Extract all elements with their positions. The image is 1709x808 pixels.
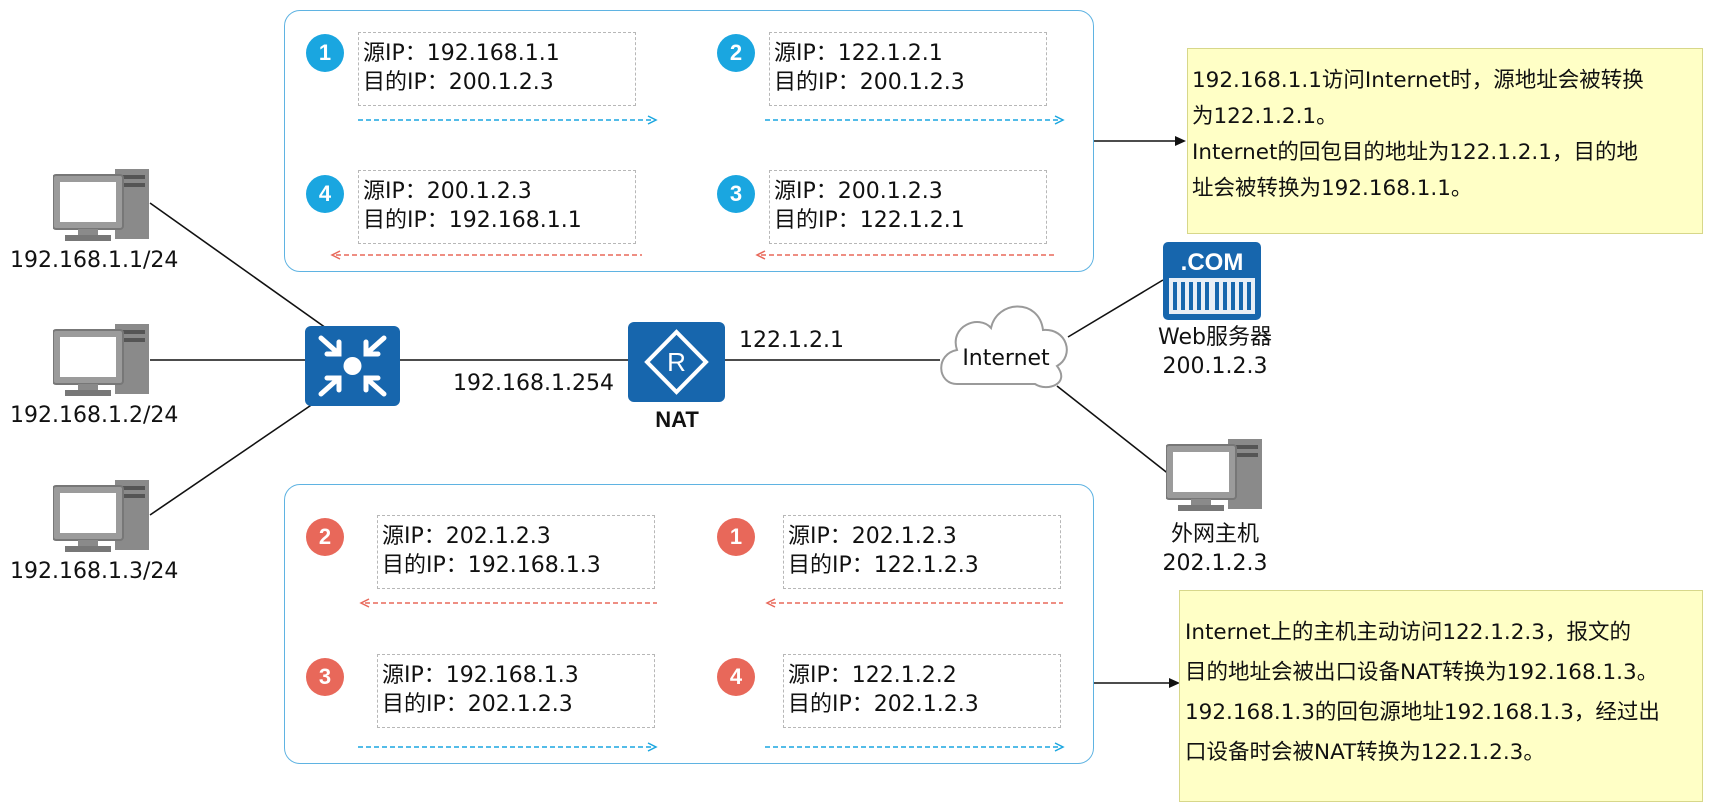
arrowhead-bottom-note — [1169, 678, 1180, 688]
flow-arrow-left — [765, 598, 1063, 608]
external-host-name: 外网主机 — [1170, 522, 1260, 547]
router-inside-ip: 192.168.1.254 — [453, 371, 614, 396]
destination-ip: 目的IP：200.1.2.3 — [774, 70, 965, 95]
note-line: Internet的回包目的地址为122.1.2.1，目的地 — [1192, 140, 1638, 165]
step-badge: 2 — [717, 34, 755, 72]
destination-ip: 目的IP：192.168.1.3 — [382, 553, 601, 578]
note-line: 为122.1.2.1。 — [1192, 104, 1338, 129]
ip-box: 源IP：192.168.1.3 目的IP：202.1.2.3 — [377, 654, 655, 728]
cloud-icon — [940, 305, 1068, 389]
source-ip: 源IP：192.168.1.3 — [382, 663, 579, 688]
flow-arrow-left — [755, 250, 1055, 260]
step-badge: 4 — [717, 658, 755, 696]
ip-box: 源IP：122.1.2.1 目的IP：200.1.2.3 — [769, 32, 1047, 106]
svg-text:R: R — [667, 347, 686, 377]
top-explanation-note: 192.168.1.1访问Internet时，源地址会被转换 为122.1.2.… — [1187, 48, 1703, 234]
web-server-name: Web服务器 — [1158, 325, 1272, 350]
bottom-flow-panel — [284, 484, 1094, 764]
flow-arrow-right — [358, 115, 658, 125]
step-badge: 3 — [717, 175, 755, 213]
web-server-icon: .COM — [1163, 242, 1261, 320]
destination-ip: 目的IP：122.1.2.1 — [774, 208, 965, 233]
source-ip: 源IP：122.1.2.2 — [788, 663, 957, 688]
note-line: 192.168.1.1访问Internet时，源地址会被转换 — [1192, 68, 1644, 93]
router-icon: R — [628, 322, 725, 402]
flow-arrow-right — [358, 742, 658, 752]
desktop-computer-icon — [53, 324, 149, 396]
desktop-computer-icon — [53, 169, 149, 241]
external-host-ip: 202.1.2.3 — [1162, 551, 1268, 576]
bottom-explanation-note: Internet上的主机主动访问122.1.2.3，报文的 目的地址会被出口设备… — [1179, 590, 1703, 802]
note-line: 192.168.1.3的回包源地址192.168.1.3，经过出 — [1185, 700, 1660, 725]
source-ip: 源IP：202.1.2.3 — [788, 524, 957, 549]
step-badge: 3 — [306, 658, 344, 696]
router-name: NAT — [655, 407, 699, 432]
destination-ip: 目的IP：192.168.1.1 — [363, 208, 582, 233]
web-server-badge: .COM — [1181, 249, 1244, 276]
source-ip: 源IP：192.168.1.1 — [363, 41, 560, 66]
host-ip-label: 192.168.1.3/24 — [10, 559, 179, 584]
step-badge: 1 — [717, 518, 755, 556]
link-internet-web-server — [1067, 279, 1164, 338]
destination-ip: 目的IP：200.1.2.3 — [363, 70, 554, 95]
internet-label: Internet — [962, 346, 1050, 371]
link-host3-switch — [149, 394, 327, 516]
desktop-computer-icon — [53, 480, 149, 552]
note-line: Internet上的主机主动访问122.1.2.3，报文的 — [1185, 620, 1631, 645]
source-ip: 源IP：200.1.2.3 — [774, 179, 943, 204]
router-outside-ip: 122.1.2.1 — [739, 328, 844, 353]
ip-box: 源IP：202.1.2.3 目的IP：122.1.2.3 — [783, 515, 1061, 589]
link-host1-switch — [149, 202, 327, 329]
step-badge: 4 — [306, 175, 344, 213]
host-ip-label: 192.168.1.2/24 — [10, 403, 179, 428]
destination-ip: 目的IP：202.1.2.3 — [382, 692, 573, 717]
source-ip: 源IP：122.1.2.1 — [774, 41, 943, 66]
step-badge: 2 — [306, 518, 344, 556]
desktop-computer-icon — [1166, 439, 1262, 511]
flow-arrow-left — [359, 598, 657, 608]
ip-box: 源IP：192.168.1.1 目的IP：200.1.2.3 — [358, 32, 636, 106]
source-ip: 源IP：202.1.2.3 — [382, 524, 551, 549]
web-server-ip: 200.1.2.3 — [1162, 354, 1268, 379]
destination-ip: 目的IP：122.1.2.3 — [788, 553, 979, 578]
switch-icon — [305, 326, 400, 406]
source-ip: 源IP：200.1.2.3 — [363, 179, 532, 204]
ip-box: 源IP：122.1.2.2 目的IP：202.1.2.3 — [783, 654, 1061, 728]
link-internet-external-host — [1056, 385, 1171, 476]
ip-box: 源IP：200.1.2.3 目的IP：192.168.1.1 — [358, 170, 636, 244]
destination-ip: 目的IP：202.1.2.3 — [788, 692, 979, 717]
ip-box: 源IP：202.1.2.3 目的IP：192.168.1.3 — [377, 515, 655, 589]
note-line: 址会被转换为192.168.1.1。 — [1192, 176, 1473, 201]
step-badge: 1 — [306, 34, 344, 72]
note-line: 口设备时会被NAT转换为122.1.2.3。 — [1185, 740, 1545, 765]
flow-arrow-right — [765, 115, 1065, 125]
host-ip-label: 192.168.1.1/24 — [10, 248, 179, 273]
flow-arrow-right — [765, 742, 1065, 752]
arrowhead-top-note — [1175, 136, 1186, 146]
flow-arrow-left — [330, 250, 642, 260]
top-flow-panel — [284, 10, 1094, 272]
note-line: 目的地址会被出口设备NAT转换为192.168.1.3。 — [1185, 660, 1659, 685]
ip-box: 源IP：200.1.2.3 目的IP：122.1.2.1 — [769, 170, 1047, 244]
